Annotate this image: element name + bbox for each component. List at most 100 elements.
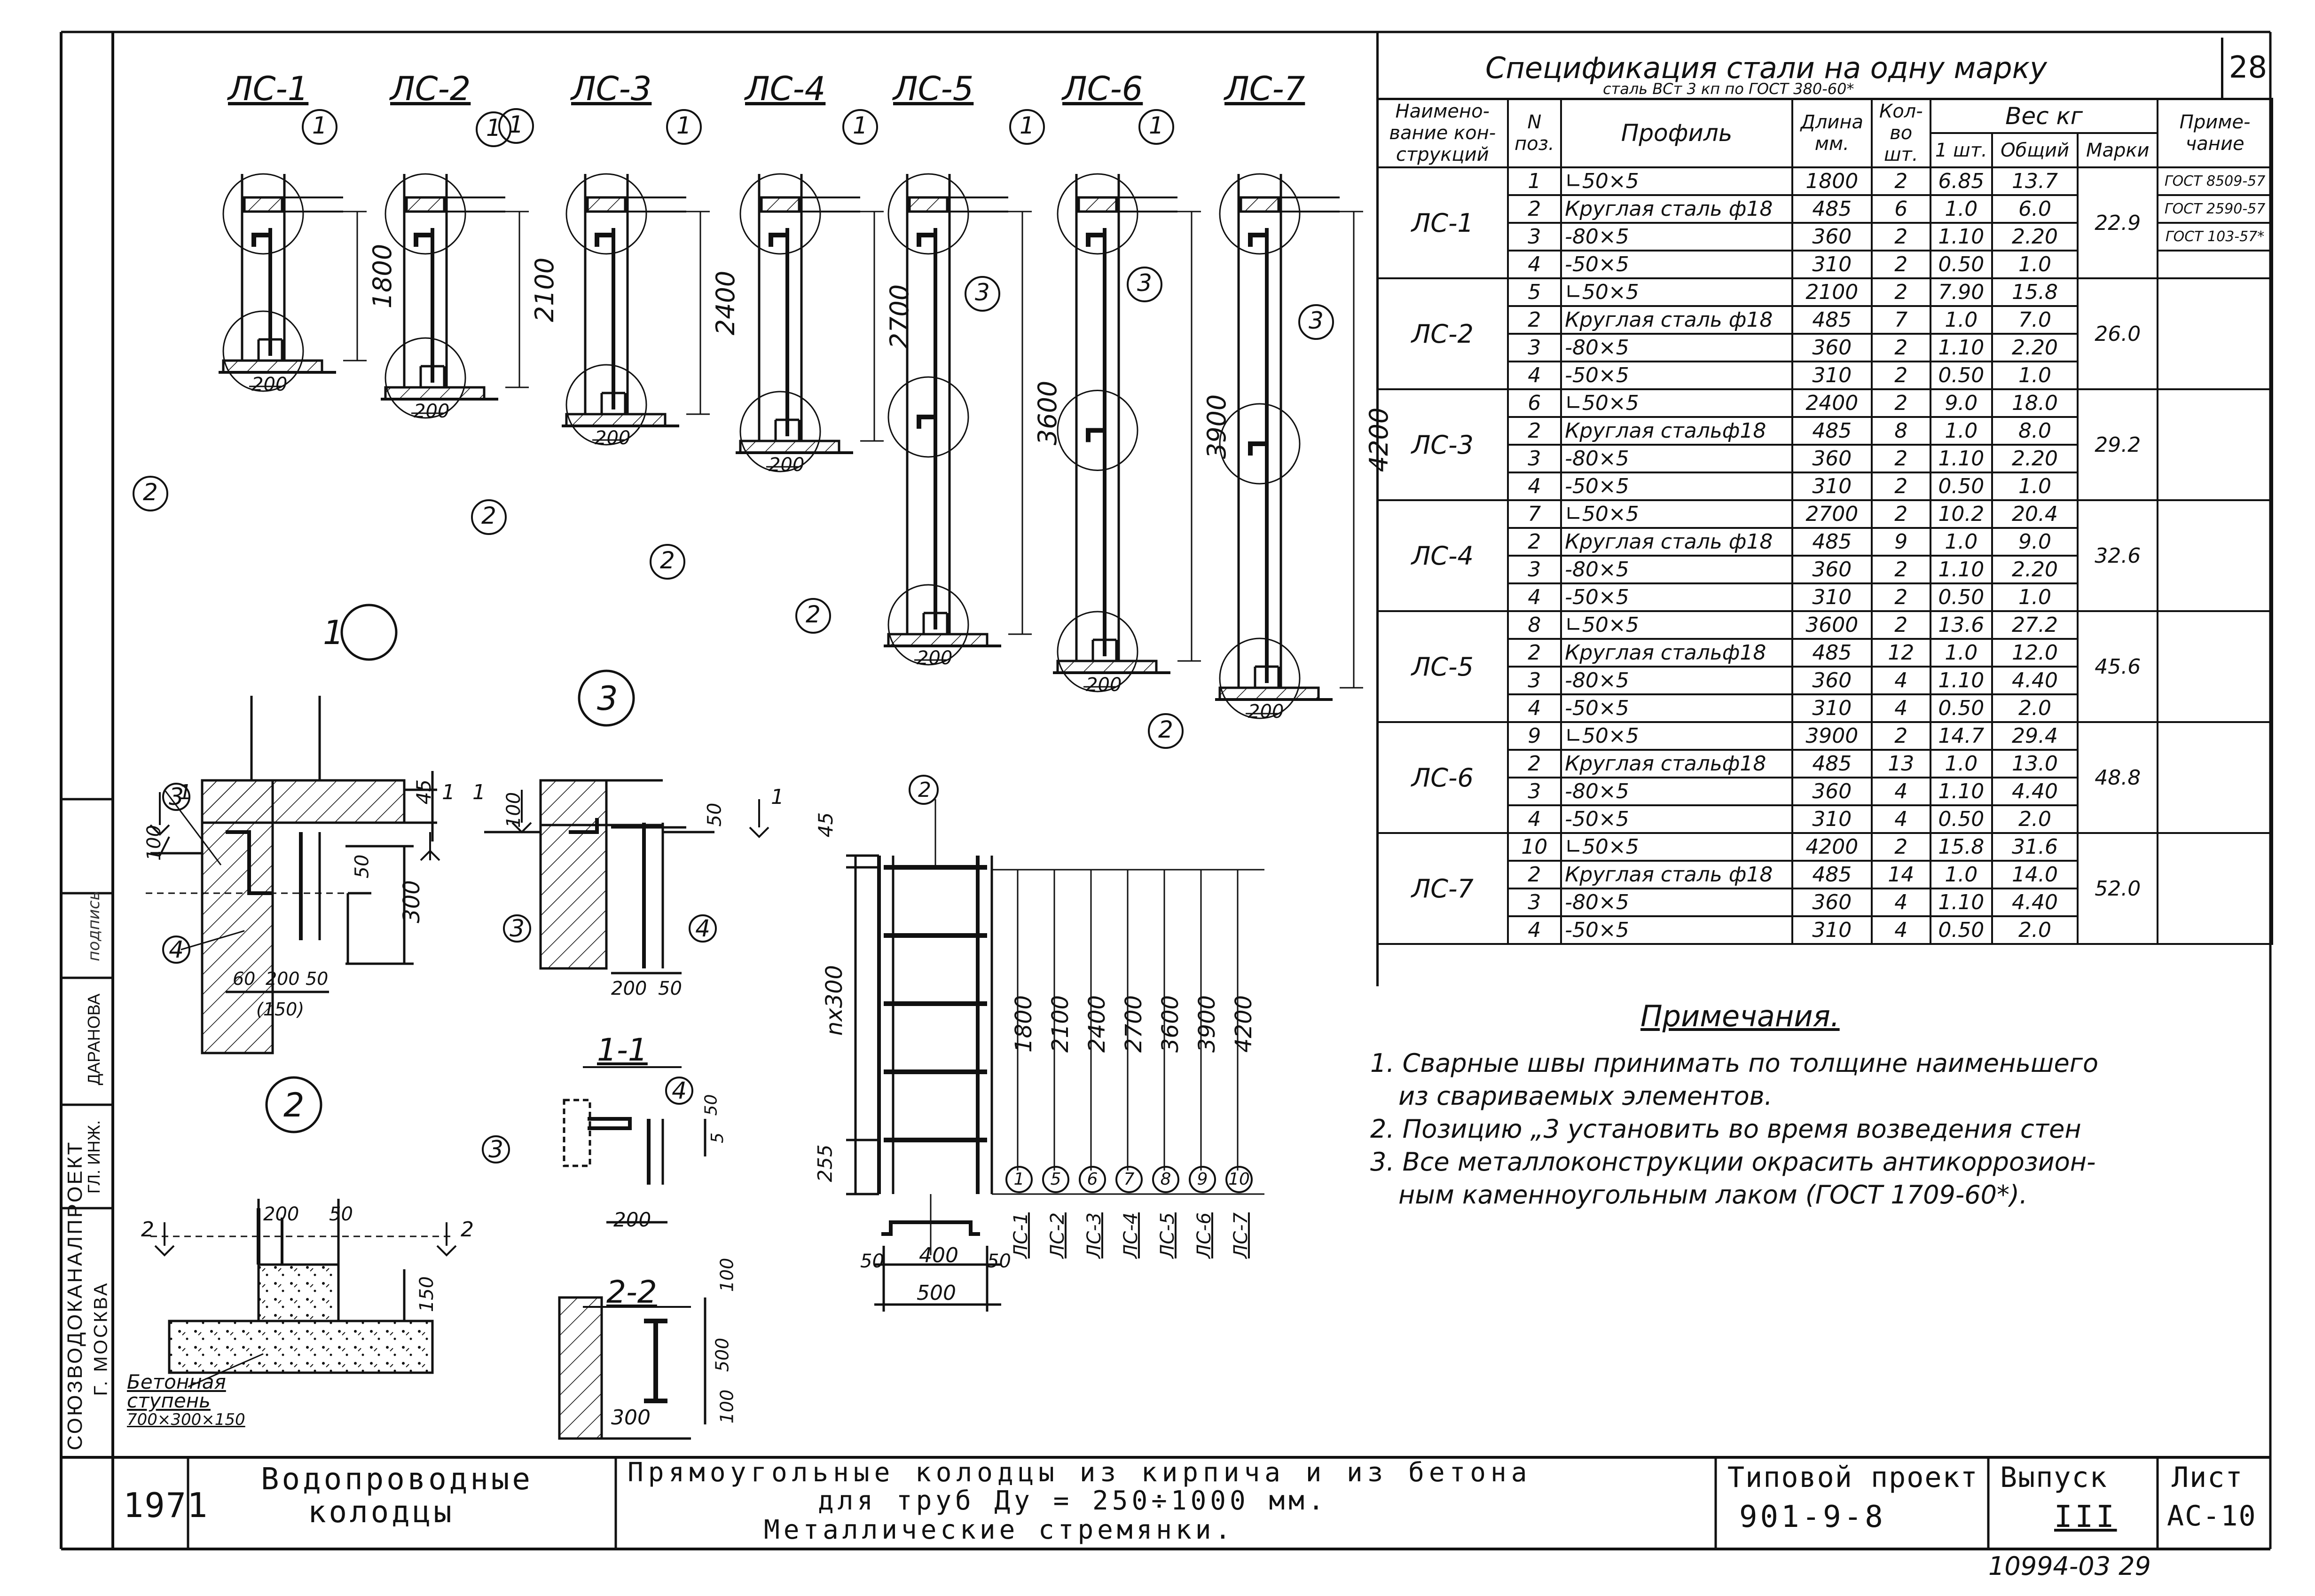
spec-length: 310 (1791, 250, 1873, 279)
spec-length: 2100 (1791, 277, 1873, 307)
spec-profile: -80×5 (1560, 555, 1793, 584)
spec-weight-total: 8.0 (1991, 416, 2079, 446)
ladder-mark-label: ЛС-7 (1224, 70, 1305, 108)
spec-length: 485 (1791, 194, 1873, 224)
elevation-pos-callout: 8 (1152, 1166, 1179, 1193)
spec-qty: 2 (1870, 582, 1931, 612)
dim-5: 5 (707, 1132, 727, 1143)
callout-3-detail1: 3 (503, 914, 531, 943)
dim-100-d: 100 (716, 1389, 738, 1424)
spec-length: 360 (1791, 555, 1873, 584)
callout-circle (471, 499, 507, 535)
spec-mark-weight: 48.8 (2077, 721, 2159, 834)
dim-100: 100 (143, 825, 165, 861)
tb-subject-1: Водопроводные (261, 1462, 533, 1497)
callout-circle (133, 476, 168, 511)
spec-length: 360 (1791, 333, 1873, 362)
spec-profile: Круглая стальф18 (1560, 749, 1793, 778)
ladder-1 (219, 173, 367, 392)
spec-length: 3900 (1791, 721, 1873, 751)
spec-length: 485 (1791, 749, 1873, 778)
dim-200-c: 200 (613, 1208, 651, 1231)
spec-pos: 4 (1507, 361, 1562, 390)
elevation-pos-2-circle (909, 775, 939, 805)
spec-length: 485 (1791, 416, 1873, 446)
spec-profile: Круглая сталь ф18 (1560, 860, 1793, 889)
col-weight: Вес кг (1929, 98, 2159, 134)
spec-pos: 3 (1507, 333, 1562, 362)
spec-length: 310 (1791, 582, 1873, 612)
spec-title: Спецификация стали на одну марку (1485, 51, 2047, 85)
dim-200-d: 200 (263, 1203, 299, 1225)
spec-note-gost: ГОСТ 2590-57 (2157, 194, 2273, 224)
dim-50-b: 50 (704, 802, 726, 827)
spec-length: 360 (1791, 777, 1873, 806)
spec-note-empty (2157, 610, 2273, 723)
spec-weight-one: 9.0 (1929, 388, 1993, 418)
spec-length: 310 (1791, 361, 1873, 390)
spec-weight-one: 1.0 (1929, 194, 1993, 224)
spec-pos: 4 (1507, 804, 1562, 834)
spec-pos: 4 (1507, 472, 1562, 501)
spec-weight-total: 4.40 (1991, 666, 2079, 695)
side-city: Г. МОСКВА (90, 1281, 111, 1396)
elevation-mark-label: ЛС-4 (1120, 1212, 1142, 1258)
spec-qty: 6 (1870, 194, 1931, 224)
detail-1-label: 1 (323, 613, 344, 652)
callout-3-section11: 3 (482, 1135, 510, 1164)
spec-profile: ∟50×5 (1560, 499, 1793, 529)
elevation-mark-label: ЛС-3 (1083, 1212, 1105, 1258)
spec-length: 1800 (1791, 166, 1873, 196)
dim-50: 50 (351, 854, 373, 879)
spec-weight-one: 14.7 (1929, 721, 1993, 751)
elevation-pos-callout: 9 (1189, 1166, 1216, 1193)
spec-profile: -50×5 (1560, 582, 1793, 612)
spec-weight-total: 14.0 (1991, 860, 2079, 889)
spec-weight-one: 13.6 (1929, 610, 1993, 640)
detail-3-label: 3 (597, 679, 618, 718)
callout-circle (476, 111, 511, 147)
spec-pos: 3 (1507, 444, 1562, 473)
tb-title-3: Металлические стремянки. (764, 1515, 1235, 1545)
spec-pos: 2 (1507, 305, 1562, 335)
spec-weight-total: 1.0 (1991, 582, 2079, 612)
spec-length: 310 (1791, 472, 1873, 501)
spec-weight-total: 2.20 (1991, 444, 2079, 473)
callout-4-detail1: 4 (689, 914, 717, 943)
note-line-3: 2. Позицию „3 установить во время возвед… (1370, 1114, 2081, 1144)
spec-profile: -80×5 (1560, 333, 1793, 362)
spec-qty: 13 (1870, 749, 1931, 778)
spec-weight-total: 2.20 (1991, 222, 2079, 252)
spec-weight-total: 6.0 (1991, 194, 2079, 224)
spec-pos: 3 (1507, 888, 1562, 917)
spec-profile: -50×5 (1560, 693, 1793, 723)
elevation-pos-callout: 6 (1079, 1166, 1106, 1193)
side-signature: подпись (85, 891, 103, 961)
spec-qty: 2 (1870, 388, 1931, 418)
col-note: Приме-чание (2157, 98, 2273, 168)
section-1-1-label: 1-1 (597, 1032, 648, 1068)
spec-pos: 3 (1507, 555, 1562, 584)
callout-circle (1009, 109, 1045, 145)
ladder-6 (1053, 173, 1201, 692)
ladder-bottom-dim: 200 (1248, 701, 1284, 723)
spec-qty: 2 (1870, 222, 1931, 252)
spec-pos: 4 (1507, 693, 1562, 723)
callout-4-detail2: 4 (162, 936, 190, 964)
dim-150-b: 150 (416, 1276, 438, 1313)
spec-profile: -50×5 (1560, 250, 1793, 279)
spec-weight-one: 0.50 (1929, 693, 1993, 723)
spec-pos: 2 (1507, 749, 1562, 778)
dim-400: 400 (919, 1243, 958, 1267)
spec-weight-total: 13.0 (1991, 749, 2079, 778)
spec-weight-one: 1.10 (1929, 444, 1993, 473)
spec-qty: 2 (1870, 166, 1931, 196)
spec-weight-one: 1.10 (1929, 888, 1993, 917)
